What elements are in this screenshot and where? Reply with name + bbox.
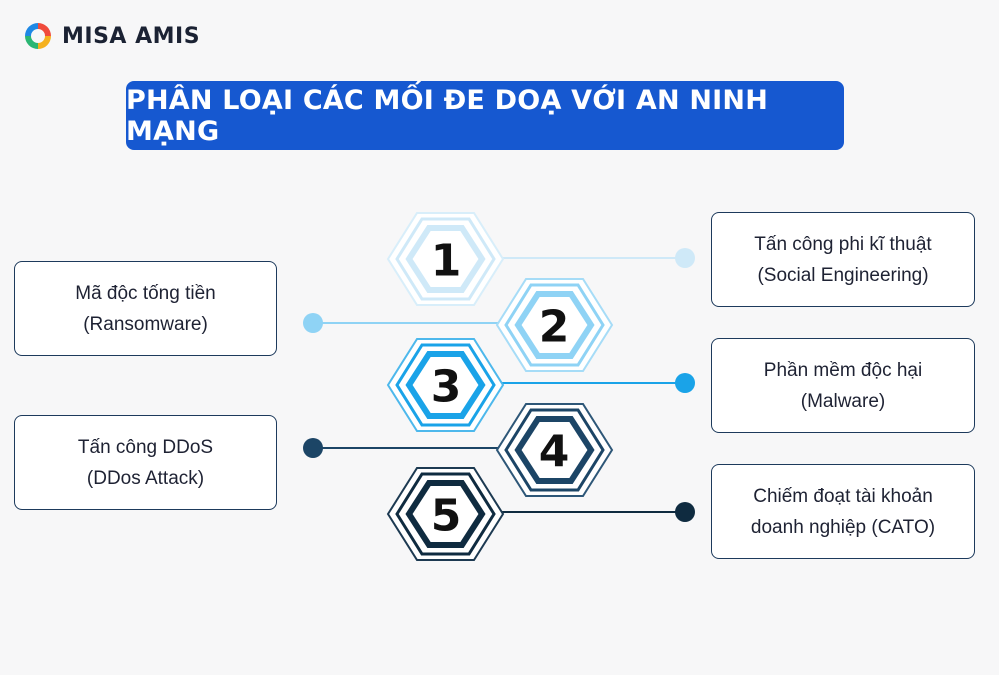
hexagon-1: 1 [386,212,505,306]
threat-english-name: (Social Engineering) [757,264,929,286]
hexagon-2: 2 [495,278,614,372]
threat-english-name: (Malware) [800,390,886,412]
connector-dot-2 [303,313,323,333]
hexagon-4: 4 [495,403,614,497]
brand-name: MISA AMIS [62,23,201,49]
threat-name: Tấn công phi kĩ thuật [754,233,932,255]
threat-english-name: (Ransomware) [83,313,208,335]
page-title: PHÂN LOẠI CÁC MỐI ĐE DOẠ VỚI AN NINH MẠN… [126,84,768,147]
threat-name: Mã độc tống tiền [75,282,216,304]
hexagon-3: 3 [386,338,505,432]
hexagon-number-5: 5 [431,491,462,542]
threat-name: Chiếm đoạt tài khoản [753,485,933,507]
threat-name: Tấn công DDoS [77,436,214,458]
threat-box-cato: Chiếm đoạt tài khoản doanh nghiệp (CATO) [711,464,975,559]
threat-box-social-engineering: Tấn công phi kĩ thuật (Social Engineerin… [711,212,975,307]
connector-dot-3 [675,373,695,393]
hexagon-number-2: 2 [539,302,570,353]
title-banner: PHÂN LOẠI CÁC MỐI ĐE DOẠ VỚI AN NINH MẠN… [126,81,844,150]
connector-dot-5 [675,502,695,522]
misa-ring-logo-icon [25,23,51,49]
brand-logo: MISA AMIS [22,20,200,52]
threat-box-ddos: Tấn công DDoS (DDos Attack) [14,415,277,510]
threat-english-name: doanh nghiệp (CATO) [750,516,936,538]
threat-english-name: (DDos Attack) [86,467,205,489]
connector-dot-4 [303,438,323,458]
threat-box-ransomware: Mã độc tống tiền (Ransomware) [14,261,277,356]
hexagon-number-3: 3 [431,362,462,413]
hexagon-number-4: 4 [539,427,570,478]
threat-box-malware: Phần mềm độc hại (Malware) [711,338,975,433]
hexagon-number-1: 1 [431,236,462,287]
hexagon-5: 5 [386,467,505,561]
threat-name: Phần mềm độc hại [763,359,923,381]
connector-dot-1 [675,248,695,268]
